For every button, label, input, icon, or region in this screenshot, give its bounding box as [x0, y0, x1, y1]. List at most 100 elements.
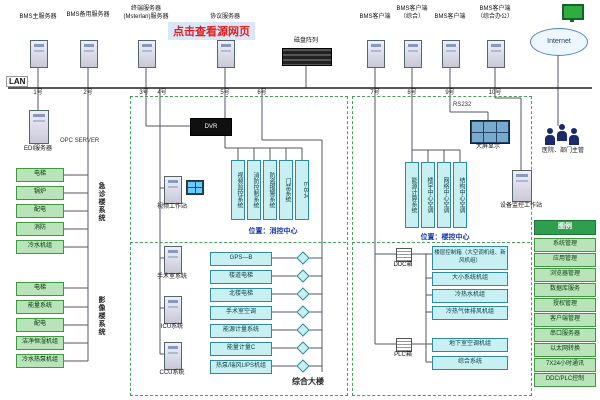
unit-box: 能量计量C [210, 342, 272, 356]
client-icon [367, 40, 385, 68]
plc-box-icon [396, 338, 412, 352]
internet-cloud: Internet [530, 28, 588, 56]
person-icon [544, 128, 556, 146]
location-label: 位置：楼控中心 [420, 234, 470, 241]
unit-box: 热泵/瑞风UPS机组 [210, 360, 272, 374]
legend-title: 图例 [534, 220, 596, 235]
system-vbox: 防盗报警系统 [263, 160, 277, 220]
client-icon [442, 40, 460, 68]
port-label: 9号 [445, 90, 455, 96]
monitor-icon [562, 4, 584, 22]
system-box: 冷水机组 [16, 240, 64, 254]
plc-box-label: PLC箱 [394, 352, 412, 358]
unit-box: 楼道电梯 [210, 270, 272, 284]
server-icon [80, 40, 98, 68]
server-label: 终端服务器 [130, 6, 161, 12]
system-box: 电梯 [16, 168, 64, 182]
disk-array-label: 磁盘阵列 [293, 38, 318, 44]
station-icon [164, 246, 182, 274]
location-label: 位置：消控中心 [248, 228, 298, 235]
disk-array-icon [282, 48, 332, 66]
monitor-workstation-label: 设备监控工作站 [499, 203, 542, 209]
client-icon [487, 40, 505, 68]
system-box: 锅炉 [16, 186, 64, 200]
system-vbox: 能源计算系统 [405, 162, 419, 228]
edi-server-icon [29, 110, 49, 144]
group-title: 急诊楼系统 [98, 182, 105, 222]
client-label: BMS客户端 [396, 6, 428, 12]
control-box: 大小系统机组 [432, 272, 508, 286]
person-icon [568, 128, 580, 146]
unit-box: GPS—B [210, 252, 272, 266]
unit-box: 能源计量系统 [210, 324, 272, 338]
system-box: 冷水热泵机组 [16, 354, 64, 368]
station-label: CCU系统 [159, 370, 185, 376]
legend-item: 7X24小时通讯 [534, 358, 596, 372]
port-label: 7号 [370, 90, 380, 96]
legend-item: 应用管理 [534, 253, 596, 267]
watermark-text: 点击查看源网页 [168, 22, 255, 40]
system-vbox: 结构中心空调 [453, 162, 467, 228]
control-box: 地下室空调机组 [432, 338, 508, 352]
lan-label: LAN [6, 76, 29, 87]
legend-item: 以太网转换 [534, 343, 596, 357]
system-box: 配电 [16, 318, 64, 332]
client-label: BMS客户端 [434, 14, 466, 20]
station-icon [164, 296, 182, 324]
system-vbox: 消防控制系统 [247, 160, 261, 220]
server-icon [138, 40, 156, 68]
system-box: 洁净恒湿机组 [16, 336, 64, 350]
client-label: BMS客户端 [359, 14, 391, 20]
server-icon [30, 40, 48, 68]
group-title: 影像楼系统 [98, 296, 105, 336]
port-label: 8号 [407, 90, 417, 96]
port-label: 5号 [220, 90, 230, 96]
system-vbox: 楼宇中心空调 [421, 162, 435, 228]
legend-item: 客户端管理 [534, 313, 596, 327]
opc-server-label: OPC SERVER [60, 138, 100, 144]
big-screen-label: 大屏显示 [475, 144, 500, 150]
port-label: 2号 [83, 90, 93, 96]
system-box: 能量系统 [16, 300, 64, 314]
edi-server-label: EDI服务器 [23, 146, 52, 152]
system-vbox: 网络中心空调 [437, 162, 451, 228]
port-label: 1号 [33, 90, 43, 96]
person-icon [556, 124, 568, 142]
server-label: (Msterlan)服务器 [123, 14, 169, 20]
unit-box: 手术室空调 [210, 306, 272, 320]
port-label: 10号 [488, 90, 502, 96]
system-box: 消防 [16, 222, 64, 236]
system-vbox: 视频监控系统 [231, 160, 245, 220]
ddc-box-icon [396, 248, 412, 262]
video-monitor-icon [186, 180, 204, 195]
workstation-label: 视频工作站 [156, 204, 187, 210]
port-label: 3号 [139, 90, 149, 96]
legend-item: 授权管理 [534, 298, 596, 312]
client-label: （综合） [399, 14, 424, 20]
system-vbox: E-B-A [295, 160, 309, 220]
unit-box: 北楼电梯 [210, 288, 272, 302]
legend-item: 数据库服务 [534, 283, 596, 297]
workstation-icon [164, 176, 182, 204]
system-vbox: 门禁系统 [279, 160, 293, 220]
server-label: BMS备用服务器 [66, 12, 110, 18]
rs232-label: RS232 [453, 102, 472, 108]
control-box: 冷热水机组 [432, 289, 508, 303]
client-label: BMS客户端 [479, 6, 511, 12]
server-label: BMS主服务器 [19, 14, 57, 20]
control-box: 楼层控制箱（大空调机组、新风机组） [432, 246, 508, 270]
big-screen-icon [470, 120, 510, 144]
client-label: （综合办公） [476, 14, 513, 20]
legend-item: DDC/PLC控制 [534, 373, 596, 387]
client-icon [404, 40, 422, 68]
system-box: 配电 [16, 204, 64, 218]
legend-item: 系统管理 [534, 238, 596, 252]
port-label: 6号 [257, 90, 267, 96]
control-box: 综合系统 [432, 356, 508, 370]
server-icon [217, 40, 235, 68]
station-label: ICU系统 [160, 324, 184, 330]
port-label: 4号 [157, 90, 167, 96]
legend-item: 串口服务器 [534, 328, 596, 342]
